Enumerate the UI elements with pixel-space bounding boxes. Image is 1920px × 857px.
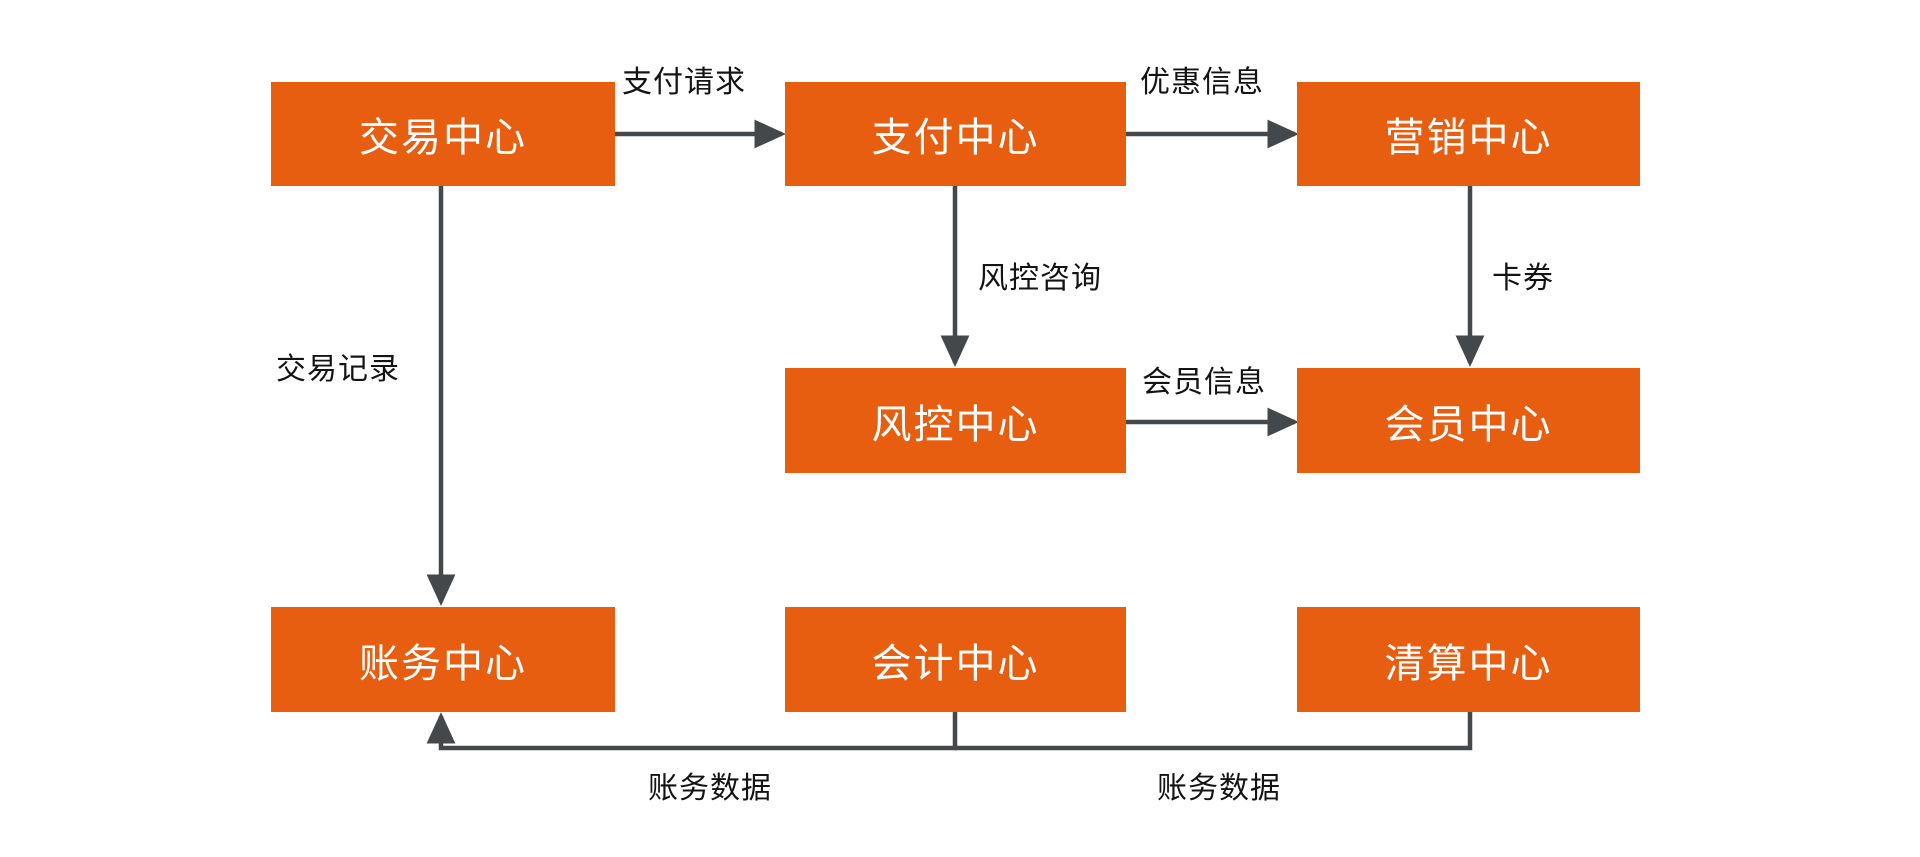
node-label: 风控中心 xyxy=(871,402,1040,447)
node-marketing-center[interactable]: 营销中心 xyxy=(1297,82,1640,186)
edge-label-payment-request: 支付请求 xyxy=(622,66,746,99)
edge-label-member-info: 会员信息 xyxy=(1142,366,1266,399)
edge-label-promotion-info: 优惠信息 xyxy=(1140,66,1264,99)
node-trade-center[interactable]: 交易中心 xyxy=(271,82,615,186)
node-label: 营销中心 xyxy=(1384,116,1553,160)
node-settlement-center[interactable]: 清算中心 xyxy=(1297,607,1640,712)
node-label: 清算中心 xyxy=(1384,641,1553,686)
edge-label-trade-record: 交易记录 xyxy=(276,353,400,386)
edge-label-card-coupon: 卡券 xyxy=(1492,262,1554,295)
node-label: 支付中心 xyxy=(871,116,1040,160)
connector-accounting-to-account xyxy=(426,712,958,751)
node-riskcontrol-center[interactable]: 风控中心 xyxy=(785,368,1126,473)
node-member-center[interactable]: 会员中心 xyxy=(1297,368,1640,473)
node-label: 账务中心 xyxy=(359,641,527,686)
node-label: 交易中心 xyxy=(359,116,527,160)
connector-settlement-to-account xyxy=(955,712,1473,751)
node-label: 会计中心 xyxy=(871,641,1040,686)
node-payment-center[interactable]: 支付中心 xyxy=(785,82,1126,186)
node-accounting-center[interactable]: 会计中心 xyxy=(785,607,1126,712)
edge-label-account-data-left: 账务数据 xyxy=(648,772,772,805)
edge-label-risk-consult: 风控咨询 xyxy=(978,262,1102,295)
node-account-center[interactable]: 账务中心 xyxy=(271,607,615,712)
node-label: 会员中心 xyxy=(1384,402,1553,447)
edge-label-account-data-right: 账务数据 xyxy=(1157,772,1281,805)
